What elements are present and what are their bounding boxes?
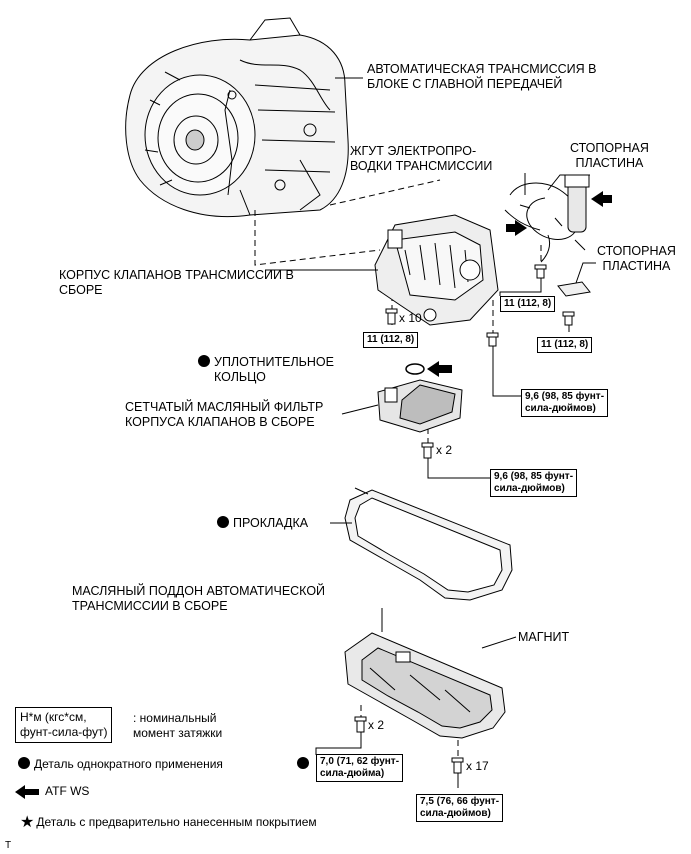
one-time-use-icon: [198, 355, 210, 367]
torque-pan-75: 7,5 (76, 66 фунт-сила-дюймов): [416, 794, 504, 822]
label-o-ring: УПЛОТНИТЕЛЬНОЕ КОЛЬЦО: [198, 355, 334, 385]
wire-harness-drawing: [504, 174, 590, 272]
qty-pan-bolts-a: x 2: [368, 718, 385, 732]
transmission-drawing: [125, 17, 349, 218]
label-gasket: ПРОКЛАДКА: [217, 516, 308, 531]
bolts: [354, 264, 575, 774]
qty-valve-body-bolts: x 10: [399, 311, 422, 325]
atf-arrows: [427, 191, 612, 377]
torque-strainer-96: 9,6 (98, 85 фунт-сила-дюймов): [490, 469, 578, 497]
qty-strainer-bolts: x 2: [436, 443, 453, 457]
legend-precoated: ★Деталь с предварительно нанесенным покр…: [20, 814, 317, 831]
one-time-use-icon: [217, 516, 229, 528]
torque-valve-96: 9,6 (98, 85 фунт-сила-дюймов): [521, 389, 609, 417]
gasket-drawing: [344, 489, 513, 601]
leader-lines: [265, 77, 596, 788]
torque-lock-plate: 11 (112, 8): [537, 337, 593, 353]
valve-body-drawing: [374, 214, 499, 326]
legend-atf: ATF WS: [15, 784, 89, 799]
o-ring-drawing: [405, 363, 425, 375]
qty-pan-bolts-b: x 17: [466, 759, 489, 773]
legend-one-time: Деталь однократного применения: [18, 757, 223, 772]
label-magnet: МАГНИТ: [518, 630, 570, 644]
lock-plate-drawing: [557, 281, 591, 297]
torque-harness: 11 (112, 8): [500, 296, 556, 312]
one-time-use-icon: [18, 757, 30, 769]
torque-pan-70: 7,0 (71, 62 фунт-сила-дюйма): [316, 754, 404, 782]
strainer-drawing: [377, 379, 463, 433]
one-time-use-icon: [297, 757, 309, 769]
oil-pan-drawing: [344, 632, 506, 739]
star-icon: ★: [20, 814, 35, 831]
torque-valve-body: 11 (112, 8): [363, 332, 419, 348]
legend-torque-box: Н*м (кгс*см,фунт-сила-фут): [15, 707, 113, 743]
footer-mark: T: [5, 840, 12, 851]
atf-arrow-icon: [15, 784, 39, 799]
label-wire-harness: ЖГУТ ЭЛЕКТРОПРО-ВОДКИ ТРАНСМИССИИ: [350, 144, 493, 173]
